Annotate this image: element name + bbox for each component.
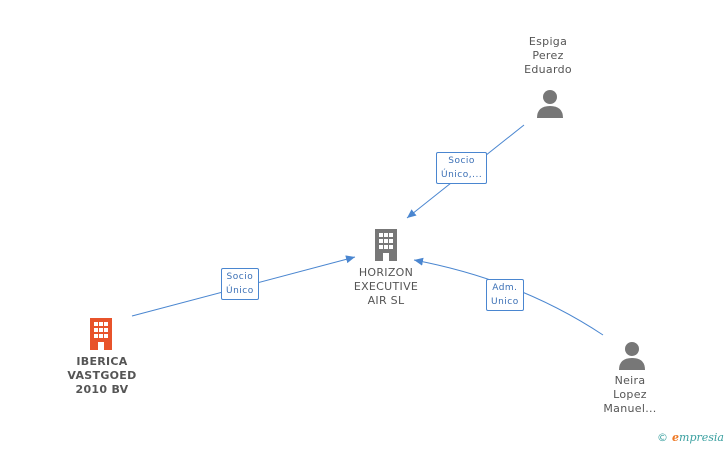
edge-label-espiga-horizon[interactable]: Socio Único,... [436, 152, 488, 184]
brand-watermark: ©empresia [657, 431, 724, 444]
node-label-iberica[interactable]: IBERICA VASTGOED 2010 BV [67, 355, 137, 396]
brand-initial: e [672, 431, 680, 444]
node-label-horizon[interactable]: HORIZON EXECUTIVE AIR SL [353, 266, 419, 307]
copyright-icon: © [657, 431, 669, 444]
node-label-neira[interactable]: Neira Lopez Manuel... [603, 374, 657, 415]
brand-name: mpresia [679, 431, 724, 444]
edge-label-iberica-horizon[interactable]: Socio Único [221, 268, 259, 300]
building-icon[interactable] [371, 227, 401, 265]
person-icon[interactable] [617, 340, 647, 374]
person-icon[interactable] [535, 88, 565, 122]
node-label-espiga[interactable]: Espiga Perez Eduardo [524, 35, 572, 76]
edge-label-neira-horizon[interactable]: Adm. Unico [486, 279, 524, 311]
building-icon[interactable] [86, 316, 116, 354]
